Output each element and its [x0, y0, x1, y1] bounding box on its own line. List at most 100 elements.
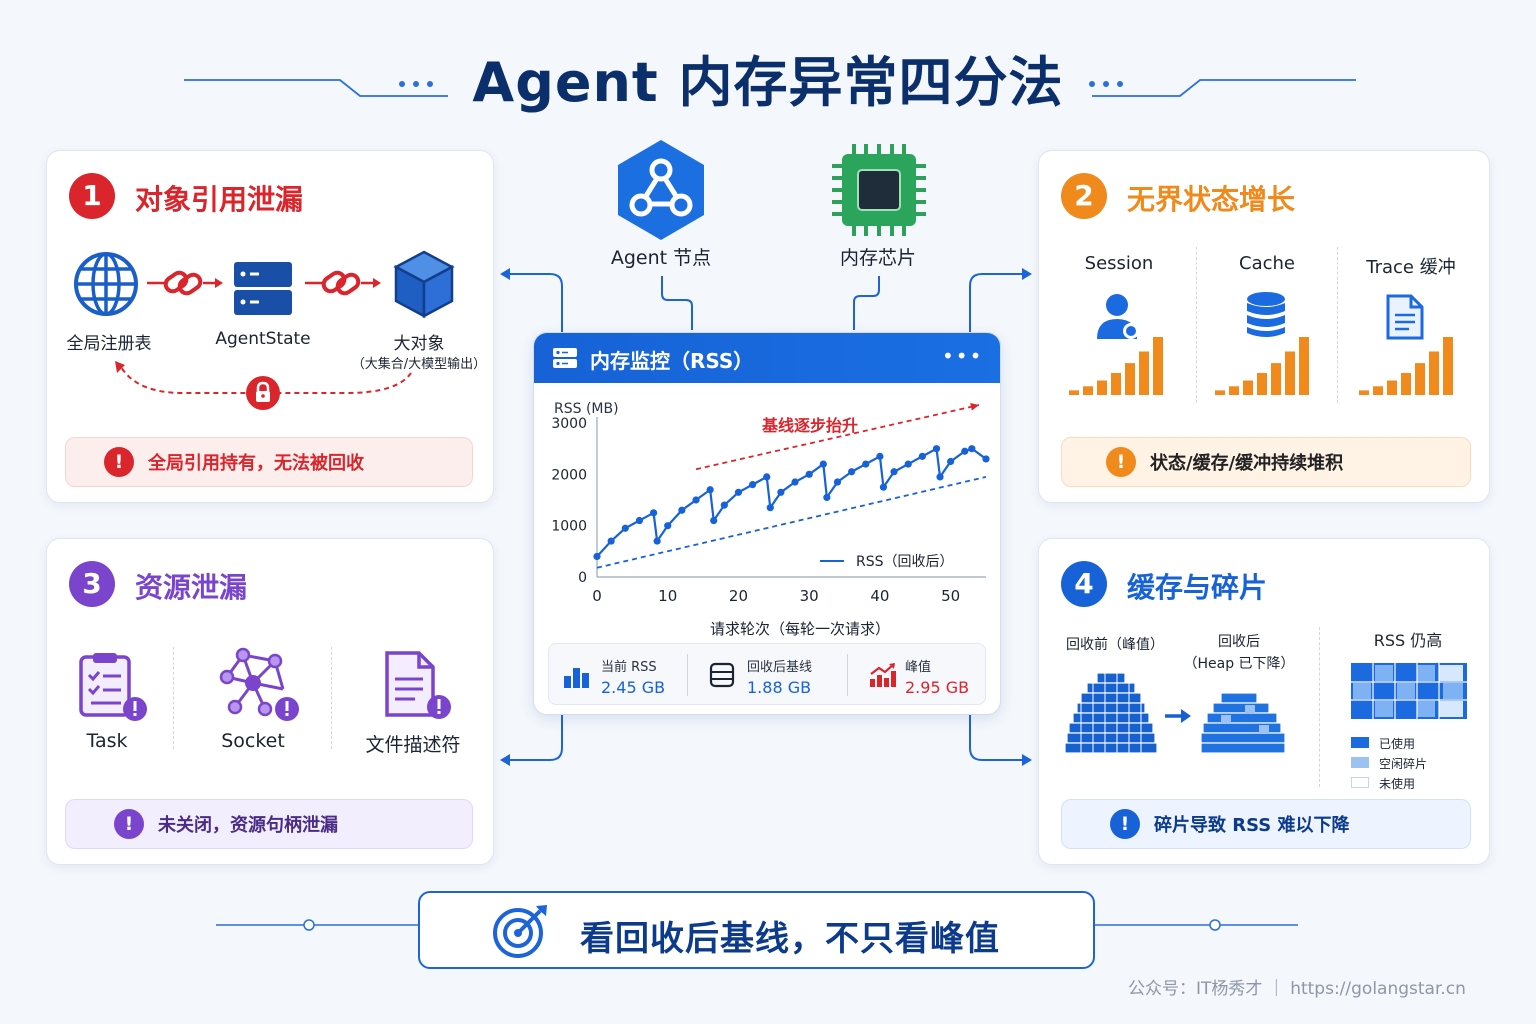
reference-cycle-arrow	[115, 361, 412, 394]
legend-free-fragment-swatch	[1351, 757, 1369, 768]
before-gc-label: 回收前（峰值）	[1066, 637, 1164, 653]
agent-node-label: Agent 节点	[610, 247, 712, 269]
y-tick-label: 0	[578, 570, 587, 586]
memory-chip-icon	[832, 144, 926, 236]
card4-alert-text: 碎片导致 RSS 难以下降	[1154, 815, 1350, 836]
rss-data-point	[961, 447, 969, 455]
rss-data-point	[904, 460, 912, 468]
card-object-reference-leak: 1 对象引用泄漏 全局注册表 AgentState 大对象 （大集合/大模型输出…	[46, 150, 494, 503]
growth-bar	[1111, 372, 1121, 395]
card-resource-leak: 3 资源泄漏 Task Sock	[46, 538, 494, 865]
column-divider	[331, 647, 332, 749]
server-icon	[234, 262, 292, 315]
arrow-right-icon	[1165, 709, 1191, 723]
page-title: Agent 内存异常四分法	[472, 51, 1064, 114]
trend-up-icon	[870, 663, 896, 687]
legend-unused-label: 未使用	[1379, 777, 1416, 791]
rss-data-point	[819, 460, 827, 468]
growth-bar	[1373, 386, 1383, 395]
legend-free-fragment-label: 空闲碎片	[1379, 757, 1428, 771]
title-right-decoration	[1089, 79, 1356, 97]
rss-data-point	[749, 481, 757, 489]
y-axis-label: RSS (MB)	[554, 401, 619, 417]
rss-data-point	[653, 537, 661, 545]
rss-data-point	[947, 457, 955, 466]
card2-title: 无界状态增长	[1127, 183, 1296, 216]
cache-label: Cache	[1239, 253, 1295, 274]
legend-used-swatch	[1351, 737, 1369, 748]
monitor-title: 内存监控（RSS）	[590, 349, 754, 373]
growth-bar	[1359, 390, 1369, 395]
rss-data-point	[936, 473, 944, 481]
rss-data-point	[766, 504, 774, 512]
heap-after-blocks	[1201, 692, 1285, 753]
rss-data-point	[823, 493, 831, 502]
card2-alert: ! 状态/缓存/缓冲持续堆积	[1061, 437, 1471, 487]
rss-data-point	[890, 468, 898, 476]
rss-data-point	[607, 537, 615, 545]
cache-growth-bars	[1215, 337, 1309, 395]
rss-data-point	[805, 470, 813, 478]
rss-data-point	[777, 488, 785, 496]
growth-bar	[1387, 380, 1397, 395]
agent-node-icon	[618, 140, 704, 240]
growth-bar	[1401, 372, 1411, 395]
agentstate-label: AgentState	[215, 329, 311, 349]
x-axis-label: 请求轮次（每轮一次请求）	[710, 620, 890, 638]
card-unbounded-state-growth: 2 无界状态增长 Session Cache Trace 缓冲 ! 状态/缓存/…	[1038, 150, 1490, 503]
growth-bar	[1429, 351, 1439, 395]
growth-bar	[1443, 337, 1453, 395]
growth-bar	[1139, 351, 1149, 395]
card1-title: 对象引用泄漏	[135, 183, 304, 216]
growth-bar	[1415, 363, 1425, 395]
post-gc-baseline-label: 回收后基线	[747, 660, 813, 675]
more-options-button[interactable]: •••	[942, 344, 984, 368]
key-takeaway-banner: 看回收后基线，不只看峰值	[418, 891, 1095, 969]
legend-used-label: 已使用	[1379, 737, 1416, 751]
growth-bar	[1299, 337, 1309, 395]
memory-monitor-panel: 内存监控（RSS） ••• RSS (MB) 请求轮次（每轮一次请求） 基线逐步…	[533, 332, 1001, 715]
growth-bar	[1285, 351, 1295, 395]
global-registry-label: 全局注册表	[66, 334, 152, 354]
y-tick-label: 3000	[551, 416, 587, 432]
session-growth-bars	[1069, 337, 1163, 395]
task-label: Task	[86, 730, 128, 752]
x-tick-label: 40	[870, 587, 889, 605]
rss-data-point	[763, 473, 771, 481]
rss-data-point	[678, 506, 686, 514]
document-icon	[1386, 294, 1424, 340]
baseline-trend-line	[596, 476, 987, 569]
growth-bar	[1257, 372, 1267, 395]
growth-bar	[1069, 390, 1079, 395]
rss-data-point	[635, 516, 644, 525]
globe-icon	[74, 252, 138, 316]
footer-credit: 公众号：IT杨秀才 ｜ https://golangstar.cn	[1128, 979, 1466, 999]
monitor-stats-row: 当前 RSS 2.45 GB 回收后基线 1.88 GB 峰值 2.95 GB	[548, 643, 986, 705]
database-icon	[1247, 292, 1285, 337]
link-icon	[147, 270, 223, 296]
rss-data-point	[710, 516, 718, 525]
rss-still-high-label: RSS 仍高	[1373, 631, 1443, 650]
clipboard-icon	[79, 653, 147, 721]
rss-data-point	[692, 496, 700, 504]
x-tick-label: 10	[658, 587, 677, 605]
rss-data-point	[734, 488, 743, 496]
cube-icon	[393, 250, 455, 319]
rising-trend-line	[695, 404, 980, 471]
rss-data-point	[862, 460, 870, 468]
card2-number-badge: 2	[1061, 173, 1107, 219]
card1-number-badge: 1	[69, 173, 115, 219]
large-object-label: 大对象	[393, 334, 445, 354]
rss-data-point	[706, 486, 714, 494]
card1-alert: ! 全局引用持有，无法被回收	[65, 437, 473, 487]
banner-left-line	[216, 919, 420, 931]
banner-text: 看回收后基线，不只看峰值	[580, 919, 1000, 959]
card3-title: 资源泄漏	[135, 571, 248, 604]
card4-number-badge: 4	[1061, 561, 1107, 607]
monitor-header: 内存监控（RSS） •••	[534, 333, 1000, 383]
card2-alert-text: 状态/缓存/缓冲持续堆积	[1150, 453, 1344, 474]
rss-data-point	[593, 552, 601, 561]
growth-bar	[1125, 363, 1135, 395]
column-divider	[173, 647, 174, 749]
link-icon	[305, 270, 381, 296]
